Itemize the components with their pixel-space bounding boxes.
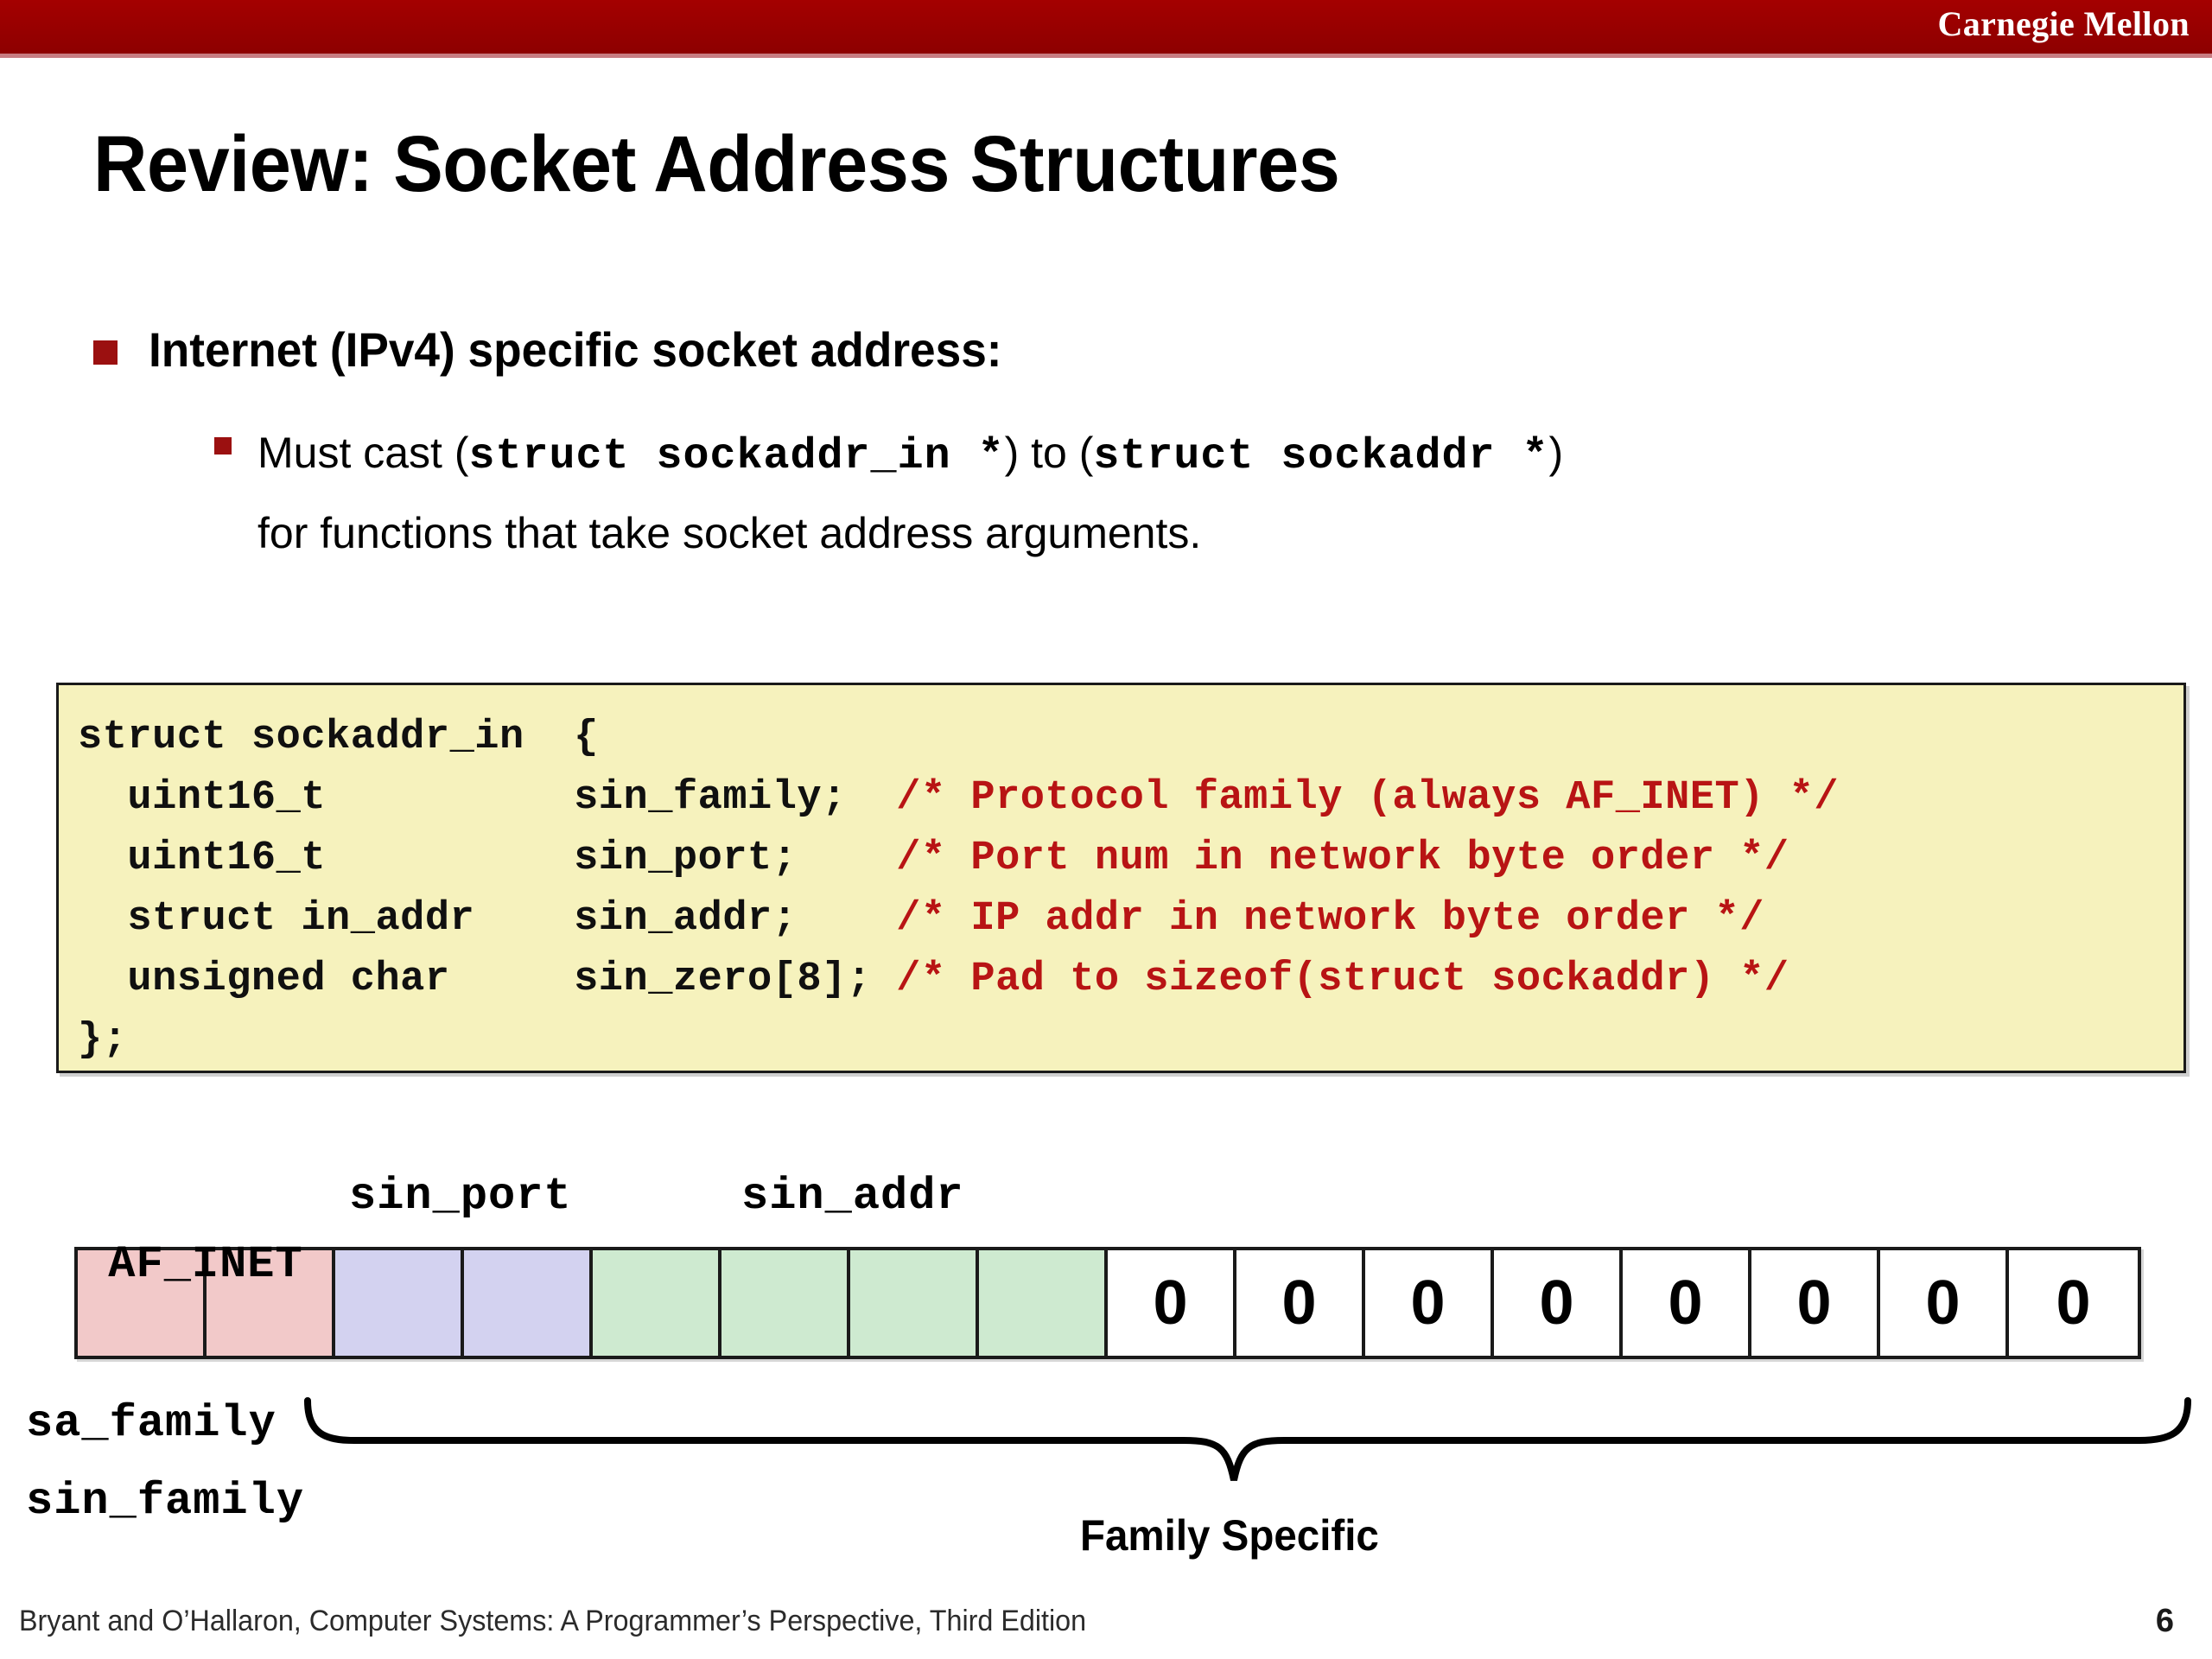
- socket-address-byte-diagram: sin_port sin_addr 0 0 0 0 0 0 0 0 sa_family sin…: [0, 1149, 2212, 1633]
- code-line-comment: /* Pad to sizeof(struct sockaddr) */: [896, 957, 1789, 1002]
- code-line-text: struct in_addr sin_addr;: [78, 896, 897, 942]
- diagram-label-sin-addr: sin_addr: [741, 1171, 964, 1222]
- diagram-label-sin-port: sin_port: [349, 1171, 572, 1222]
- byte-cell-value: 0: [1410, 1268, 1446, 1338]
- byte-cell-row: 0 0 0 0 0 0 0 0: [74, 1247, 2141, 1359]
- bullet-level2-body: Must cast (struct sockaddr_in *) to (str…: [257, 415, 1563, 571]
- code-line-comment: /* Protocol family (always AF_INET) */: [896, 775, 1840, 821]
- code-line-text: uint16_t sin_family;: [78, 775, 897, 821]
- code-sockaddr-in: struct sockaddr_in *: [468, 432, 1005, 481]
- header-bar: [0, 0, 2212, 54]
- byte-cell: [464, 1250, 593, 1356]
- code-block-content: struct sockaddr_in { uint16_t sin_family…: [59, 685, 2183, 1071]
- byte-cell: [78, 1250, 207, 1356]
- footer-citation: Bryant and O’Hallaron, Computer Systems:…: [19, 1605, 1087, 1637]
- byte-cell: 0: [1623, 1250, 1751, 1356]
- footer-page-number: 6: [2155, 1603, 2174, 1639]
- code-line-text: unsigned char sin_zero[8];: [78, 957, 897, 1002]
- byte-cell: [593, 1250, 721, 1356]
- byte-cell: [335, 1250, 464, 1356]
- byte-cell: [721, 1250, 850, 1356]
- cast-text-line2: for functions that take socket address a…: [257, 509, 1202, 557]
- byte-cell-value: 0: [1668, 1268, 1703, 1338]
- code-line-text: };: [78, 1017, 128, 1063]
- byte-cell-value: 0: [1796, 1268, 1832, 1338]
- bullet-level1-label: Internet (IPv4) specific socket address:: [149, 322, 1002, 377]
- byte-cell-value: 0: [2056, 1268, 2091, 1338]
- page-title: Review: Socket Address Structures: [93, 120, 1340, 208]
- byte-cell: [207, 1250, 335, 1356]
- diagram-label-sa-family: sa_family: [26, 1398, 276, 1449]
- cast-text-part3: ): [1548, 429, 1564, 477]
- header-accent-rule: [0, 54, 2212, 58]
- byte-cell: 0: [1494, 1250, 1623, 1356]
- code-line-text: struct sockaddr_in {: [78, 715, 599, 760]
- bullet-square-icon: [93, 340, 118, 365]
- bullet-level2: Must cast (struct sockaddr_in *) to (str…: [214, 415, 2158, 571]
- code-line-comment: /* IP addr in network byte order */: [896, 896, 1764, 942]
- cast-text-part2: ) to (: [1004, 429, 1094, 477]
- byte-cell-value: 0: [1925, 1268, 1961, 1338]
- byte-cell: 0: [1751, 1250, 1880, 1356]
- code-line-text: uint16_t sin_port;: [78, 836, 897, 881]
- byte-cell: 0: [1236, 1250, 1365, 1356]
- bullet-level1: Internet (IPv4) specific socket address:: [93, 320, 2081, 380]
- code-sockaddr: struct sockaddr *: [1093, 432, 1549, 481]
- byte-cell: [979, 1250, 1108, 1356]
- byte-cell-value: 0: [1281, 1268, 1317, 1338]
- byte-cell-value: 0: [1539, 1268, 1574, 1338]
- carnegie-mellon-wordmark: Carnegie Mellon: [1937, 4, 2190, 43]
- code-block: struct sockaddr_in { uint16_t sin_family…: [56, 683, 2186, 1073]
- diagram-label-family-specific: Family Specific: [1080, 1511, 1379, 1560]
- byte-cell: [850, 1250, 979, 1356]
- byte-cell-value: 0: [1153, 1268, 1188, 1338]
- family-specific-brace-icon: [304, 1397, 2191, 1481]
- byte-cell: 0: [1880, 1250, 2009, 1356]
- byte-cell: 0: [1365, 1250, 1494, 1356]
- byte-cell: 0: [2009, 1250, 2138, 1356]
- byte-cell: 0: [1108, 1250, 1236, 1356]
- sub-bullet-square-icon: [214, 437, 232, 454]
- diagram-label-sin-family: sin_family: [26, 1476, 305, 1527]
- cast-text-part1: Must cast (: [257, 429, 469, 477]
- code-line-comment: /* Port num in network byte order */: [896, 836, 1789, 881]
